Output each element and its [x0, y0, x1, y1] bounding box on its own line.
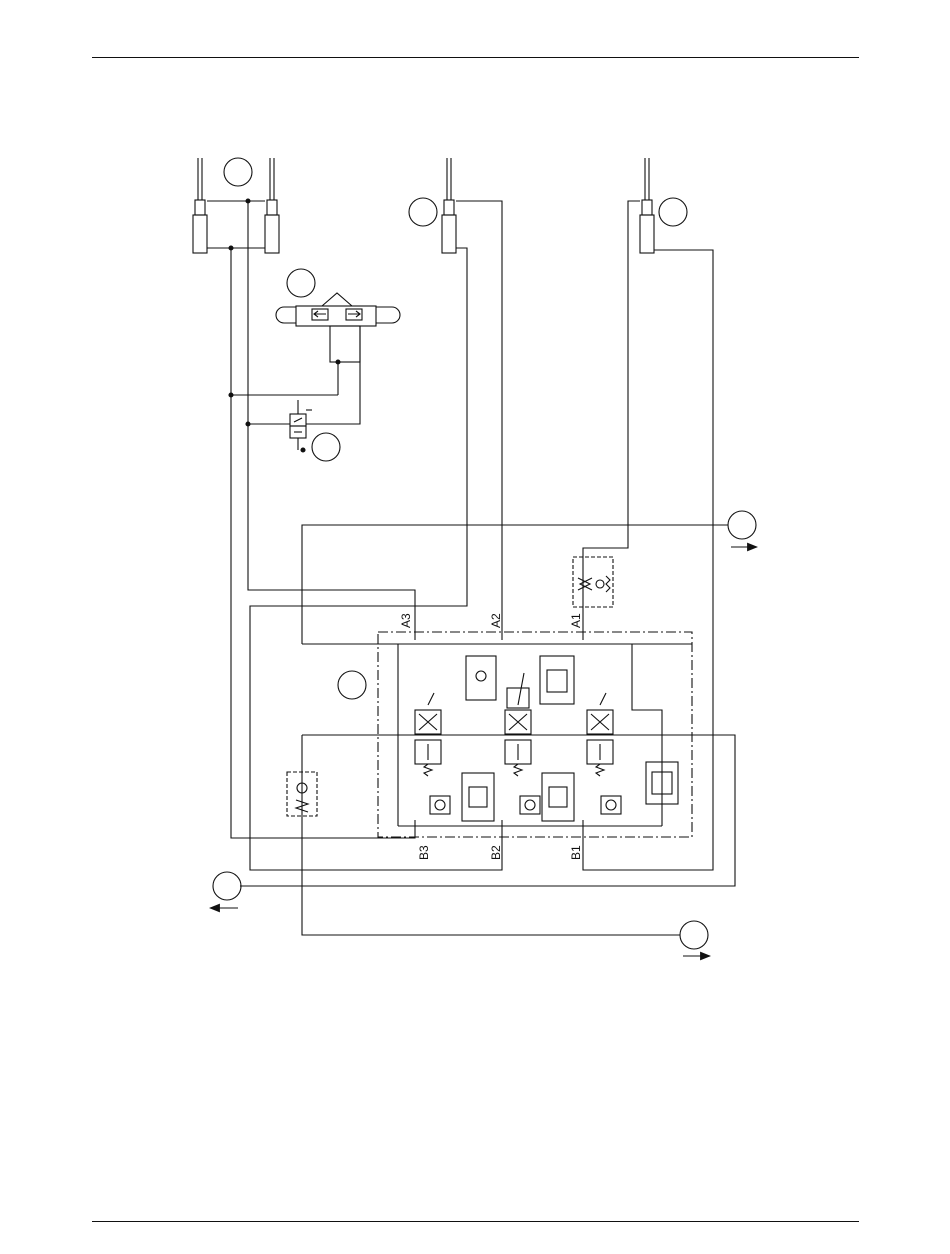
rotary-actuator: [276, 293, 400, 362]
callout-circle: [312, 433, 340, 461]
port-label-a3: A3: [399, 613, 413, 628]
port-label-b1: B1: [569, 845, 583, 860]
relief-valve: [466, 656, 496, 700]
callout-circle: [659, 198, 687, 226]
cylinder-left-1: [193, 158, 207, 253]
relief-valve: [540, 656, 574, 704]
cylinder-left-2: [265, 158, 279, 253]
callout-circle: [728, 511, 756, 539]
port-label-b3: B3: [417, 845, 431, 860]
relief-valve: [462, 773, 494, 821]
callout-circle: [213, 872, 241, 900]
relief-valve: [542, 773, 574, 821]
spool-valve-1: [587, 693, 613, 776]
callout-circle: [224, 158, 252, 186]
valve-block: [302, 632, 692, 837]
flow-arrows: [210, 547, 757, 956]
port-label-b2: B2: [489, 845, 503, 860]
callout-circles: [213, 158, 756, 949]
cylinder-pair-lines: [207, 199, 265, 250]
spool-valve-2: [505, 673, 531, 776]
spool-valve-3: [415, 693, 441, 776]
callout-circle: [338, 671, 366, 699]
cylinder-right: [640, 158, 654, 253]
callout-circle: [680, 921, 708, 949]
check-valve: [430, 796, 450, 814]
check-valve: [520, 796, 540, 814]
cylinder-center: [442, 158, 456, 253]
check-valve: [601, 796, 621, 814]
callout-circle: [287, 269, 315, 297]
shuttle-valve: [290, 400, 312, 452]
port-label-a1: A1: [569, 613, 583, 628]
port-label-a2: A2: [489, 613, 503, 628]
flow-control-valve: [573, 557, 613, 607]
callout-circle: [409, 198, 437, 226]
